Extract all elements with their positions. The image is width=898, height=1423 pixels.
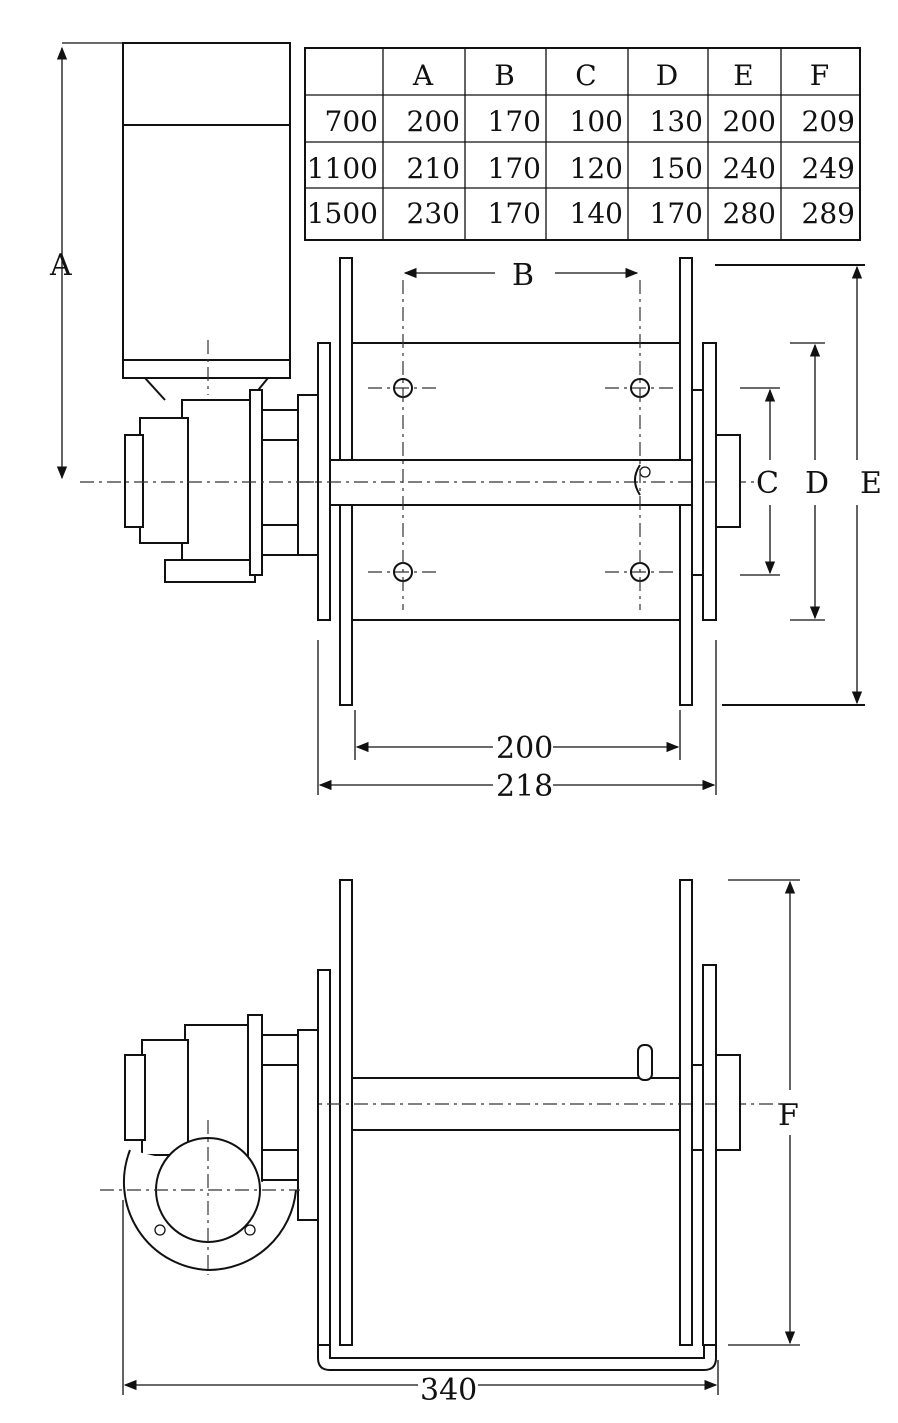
dim-d-label: D bbox=[805, 466, 829, 501]
table-cell: 280 bbox=[723, 197, 776, 230]
table-header-cell: A bbox=[412, 59, 434, 92]
table-cell: 200 bbox=[723, 105, 776, 138]
table-cell: 289 bbox=[802, 197, 855, 230]
table-header-cell: F bbox=[810, 59, 829, 92]
hub bbox=[715, 434, 741, 528]
table-cell: 100 bbox=[570, 105, 623, 138]
gearbox bbox=[181, 399, 253, 561]
table-cell: 170 bbox=[650, 197, 703, 230]
dim-e-label: E bbox=[860, 466, 882, 501]
dim-340-label: 340 bbox=[420, 1373, 477, 1408]
table-cell: 1100 bbox=[307, 152, 378, 185]
table-header-cell: E bbox=[733, 59, 753, 92]
table-cell: 170 bbox=[488, 152, 541, 185]
table-cell: 200 bbox=[407, 105, 460, 138]
table-cell: 230 bbox=[407, 197, 460, 230]
table-header-cell: D bbox=[656, 59, 678, 92]
table-cell: 140 bbox=[570, 197, 623, 230]
table-header-cell: B bbox=[494, 59, 515, 92]
table-cell: 210 bbox=[407, 152, 460, 185]
dim-200-label: 200 bbox=[496, 731, 553, 766]
table-cell: 249 bbox=[802, 152, 855, 185]
table-cell: 170 bbox=[488, 105, 541, 138]
top-view: A B C D E 200 218 bbox=[49, 42, 882, 804]
base-frame bbox=[317, 1345, 717, 1371]
dim-f-label: F bbox=[778, 1098, 799, 1133]
motor-housing bbox=[122, 42, 291, 379]
table-header-cell: C bbox=[575, 59, 596, 92]
table-cell: 150 bbox=[650, 152, 703, 185]
dim-c-label: C bbox=[756, 466, 779, 501]
dim-a-label: A bbox=[49, 248, 72, 283]
table-cell: 170 bbox=[488, 197, 541, 230]
table-cell: 1500 bbox=[307, 197, 378, 230]
table-cell: 240 bbox=[723, 152, 776, 185]
table-cell: 700 bbox=[325, 105, 378, 138]
dim-218-label: 218 bbox=[496, 769, 553, 804]
dimension-table: A B C D E F 700 200 170 100 130 200 209 1100 210 170 120… bbox=[304, 47, 861, 241]
side-view: F 340 bbox=[100, 879, 800, 1408]
table-cell: 130 bbox=[650, 105, 703, 138]
table-cell: 120 bbox=[570, 152, 623, 185]
table-cell: 209 bbox=[802, 105, 855, 138]
dim-b-label: B bbox=[512, 258, 534, 293]
